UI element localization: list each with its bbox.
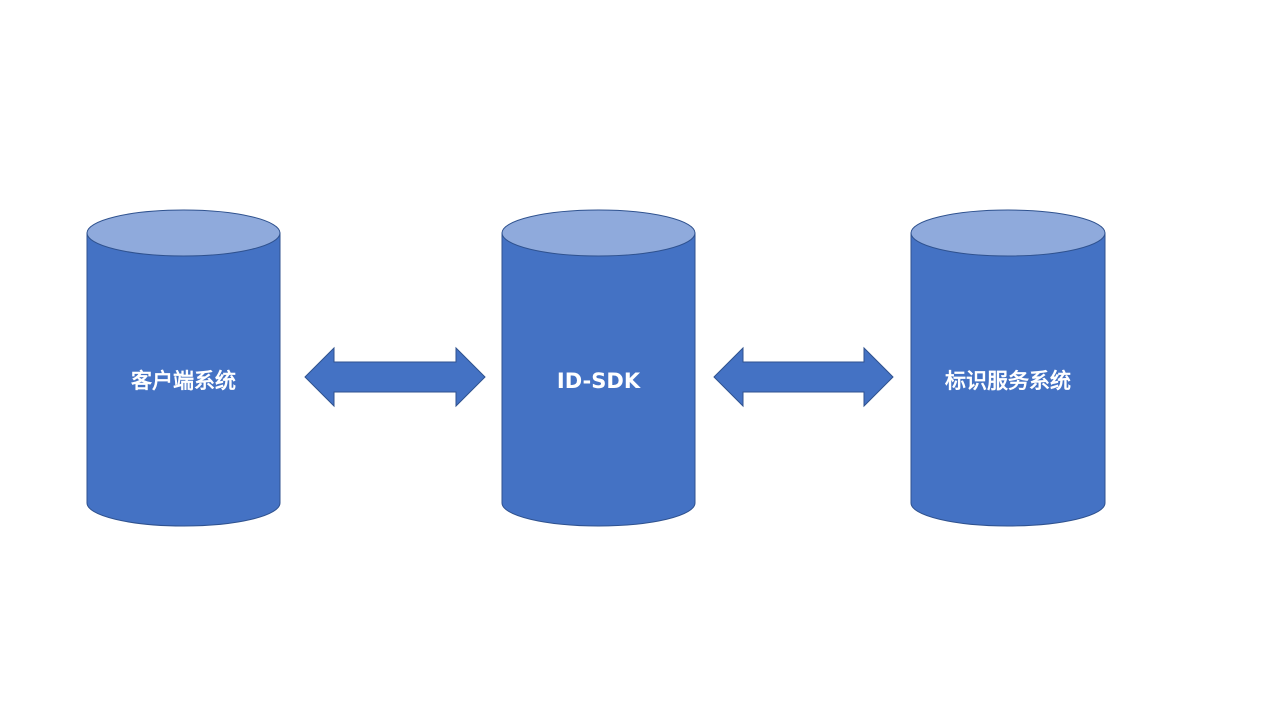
client-system-cylinder-body xyxy=(86,232,281,527)
id-sdk-cylinder-body xyxy=(501,232,696,527)
identity-service-cylinder: 标识服务系统 xyxy=(910,209,1106,527)
identity-service-cylinder-body xyxy=(910,232,1106,527)
client-system-cylinder: 客户端系统 xyxy=(86,209,281,527)
identity-service-cylinder-top xyxy=(910,209,1106,257)
id-sdk-cylinder-top xyxy=(501,209,696,257)
id-sdk-label: ID-SDK xyxy=(557,369,641,393)
client-system-cylinder-top xyxy=(86,209,281,257)
identity-service-label: 标识服务系统 xyxy=(945,369,1071,393)
id-sdk-cylinder: ID-SDK xyxy=(501,209,696,527)
bidirectional-arrow-sdk-identity xyxy=(713,346,894,408)
client-system-label: 客户端系统 xyxy=(131,369,236,393)
bidirectional-arrow-client-sdk xyxy=(304,346,486,408)
